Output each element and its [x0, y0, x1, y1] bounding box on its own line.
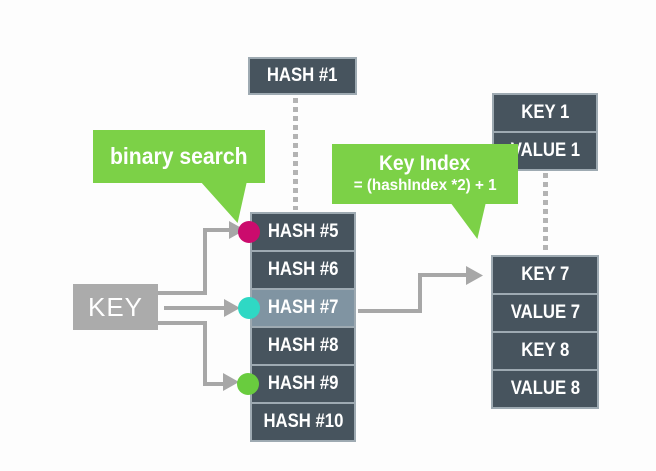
arrow-hash7-to-key7-head	[466, 266, 483, 285]
arrow-key-to-hash5-seg1	[158, 291, 205, 295]
key7-label: KEY 7	[520, 264, 570, 285]
key-index-callout-tail	[450, 202, 486, 239]
key-index-callout: Key Index = (hashIndex *2) + 1	[332, 144, 518, 204]
hash1-box: HASH #1	[248, 57, 357, 95]
binary-search-label: binary search	[110, 143, 248, 169]
arrow-key-to-hash9-seg3	[203, 382, 225, 386]
kv-row-key1: KEY 1	[494, 95, 596, 131]
hash-row-10: HASH #10	[252, 404, 354, 440]
marker-dot-magenta-hash5	[238, 221, 260, 243]
kv-row-key7: KEY 7	[493, 257, 597, 293]
kv-row-key8: KEY 8	[493, 333, 597, 369]
kv-stack-bottom: KEY 7 VALUE 7 KEY 8 VALUE 8	[491, 255, 599, 409]
arrow-key-to-hash5-seg3	[203, 228, 231, 232]
hash8-label: HASH #8	[267, 335, 339, 356]
value8-label: VALUE 8	[510, 378, 580, 399]
arrow-key-to-hash9-seg1	[158, 321, 205, 325]
key-input-box: KEY	[73, 284, 158, 330]
arrow-hash7-to-key7-seg3	[418, 273, 468, 277]
hash-row-7-highlighted: HASH #7	[252, 290, 354, 326]
arrow-key-to-hash7-seg	[164, 306, 226, 310]
kv-row-value8: VALUE 8	[493, 371, 597, 407]
hash6-label: HASH #6	[267, 259, 339, 280]
value7-label: VALUE 7	[510, 302, 580, 323]
key-index-title: Key Index	[379, 152, 471, 175]
value1-label: VALUE 1	[510, 140, 580, 161]
binary-search-callout-tail	[200, 181, 247, 223]
key8-label: KEY 8	[520, 340, 570, 361]
dotted-connector-hash1-hash5	[293, 98, 298, 210]
hash1-label: HASH #1	[267, 65, 338, 86]
arrow-hash7-to-key7-seg2	[418, 275, 422, 313]
hash-row-5: HASH #5	[252, 214, 354, 250]
hash10-label: HASH #10	[263, 411, 343, 432]
key-index-formula: = (hashIndex *2) + 1	[353, 177, 497, 194]
key-label: KEY	[87, 291, 144, 322]
hash-row-6: HASH #6	[252, 252, 354, 288]
binary-search-callout: binary search	[93, 130, 265, 183]
kv-row-value7: VALUE 7	[493, 295, 597, 331]
hash9-label: HASH #9	[267, 373, 339, 394]
key1-label: KEY 1	[520, 102, 570, 123]
kv-stack-top: KEY 1 VALUE 1	[492, 93, 598, 171]
hash-row-8: HASH #8	[252, 328, 354, 364]
arrow-key-to-hash9-seg2	[203, 321, 207, 384]
hash-bucket-stack: HASH #5 HASH #6 HASH #7 HASH #8 HASH #9 …	[250, 212, 356, 442]
hash7-label: HASH #7	[267, 297, 339, 318]
hash5-label: HASH #5	[267, 221, 339, 242]
hash-row-9: HASH #9	[252, 366, 354, 402]
arrow-key-to-hash5-seg2	[203, 230, 207, 295]
marker-dot-green-hash9	[237, 373, 259, 395]
marker-dot-cyan-hash7	[238, 297, 260, 319]
arrow-hash7-to-key7-seg1	[358, 309, 422, 313]
dotted-connector-value1-key7	[543, 173, 548, 253]
